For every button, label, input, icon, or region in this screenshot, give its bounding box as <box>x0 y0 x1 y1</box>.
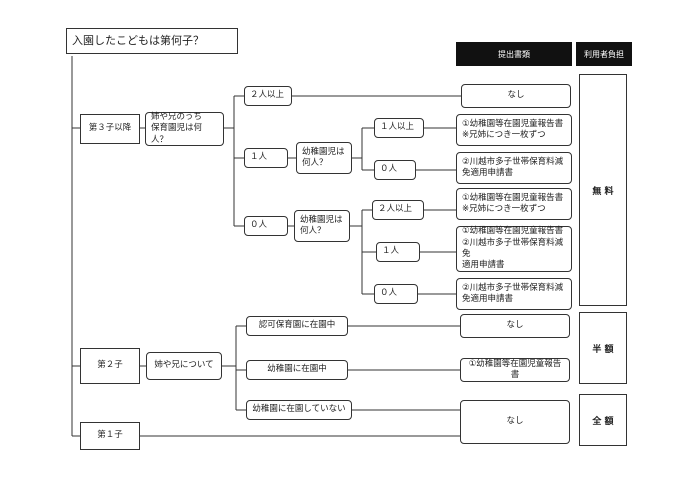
answer-k2-one: １人 <box>376 242 420 262</box>
document-line: ①幼稚園等在園児童報告書 <box>462 192 564 203</box>
document-waiver-application: ②川越市多子世帯保育料減 免適用申請書 <box>456 278 572 310</box>
answer-k2-zero: ０人 <box>374 284 418 304</box>
answer-one: １人 <box>244 148 288 168</box>
answer-two-plus: ２人以上 <box>244 86 292 106</box>
answer-k2-two-plus: ２人以上 <box>372 200 424 220</box>
answer-k1-one-plus: １人以上 <box>374 118 424 138</box>
document-report: ①幼稚園等在園児童報告書 ※兄姉につき一枚ずつ <box>456 188 572 220</box>
question-line: 保育園児は何人？ <box>151 123 203 145</box>
documents-header: 提出書類 <box>456 42 572 66</box>
question-siblings-about: 姉や兄について <box>146 352 222 380</box>
document-report-and-waiver: ①幼稚園等在園児童報告書 ②川越市多子世帯保育料減免 適用申請書 <box>456 226 572 272</box>
fee-free: 無 料 <box>579 74 627 306</box>
document-line: ※兄姉につき一枚ずつ <box>462 204 546 214</box>
document-line: ②川越市多子世帯保育料減免 <box>462 237 564 259</box>
document-none: なし <box>461 84 571 108</box>
question-line: 何人？ <box>300 226 326 236</box>
question-kindergarten-b: 幼稚園児は 何人？ <box>294 210 350 242</box>
document-none: なし <box>460 400 570 444</box>
document-line: ②川越市多子世帯保育料減 <box>462 156 564 167</box>
fee-full: 全 額 <box>579 394 627 446</box>
answer-licensed-nursery: 認可保育園に在園中 <box>246 316 348 336</box>
document-report: ①幼稚園等在園児童報告書 ※兄姉につき一枚ずつ <box>456 114 572 146</box>
document-line: 適用申請書 <box>462 260 505 271</box>
document-line: ②川越市多子世帯保育料減 <box>462 282 564 293</box>
level-third-child: 第３子以降 <box>80 114 140 144</box>
level-second-child: 第２子 <box>80 348 140 384</box>
fee-half: 半 額 <box>579 312 627 384</box>
question-kindergarten-a: 幼稚園児は 何人？ <box>296 142 352 174</box>
document-report: ①幼稚園等在園児童報告書 <box>460 358 570 382</box>
document-line: 免適用申請書 <box>462 168 514 178</box>
answer-k1-zero: ０人 <box>374 160 416 180</box>
question-siblings-nursery: 姉や兄のうち 保育園児は何人？ <box>145 112 224 146</box>
question-line: 何人？ <box>302 158 328 168</box>
answer-kindergarten-not-enrolled: 幼稚園に在園していない <box>246 400 352 420</box>
document-line: ※兄姉につき一枚ずつ <box>462 130 546 140</box>
page-title: 入園したこどもは第何子？ <box>66 28 238 54</box>
answer-kindergarten-enrolled: 幼稚園に在園中 <box>246 360 348 380</box>
document-none: なし <box>460 314 570 338</box>
level-first-child: 第１子 <box>80 422 140 450</box>
document-line: ①幼稚園等在園児童報告書 <box>462 226 564 237</box>
document-waiver-application: ②川越市多子世帯保育料減 免適用申請書 <box>456 152 572 184</box>
document-line: 免適用申請書 <box>462 294 514 304</box>
document-line: ①幼稚園等在園児童報告書 <box>462 118 564 129</box>
question-line: 幼稚園児は <box>300 214 343 225</box>
question-line: 幼稚園児は <box>302 146 345 157</box>
answer-zero: ０人 <box>244 216 288 236</box>
question-line: 姉や兄のうち <box>151 111 203 122</box>
fee-header: 利用者負担 <box>576 42 632 66</box>
